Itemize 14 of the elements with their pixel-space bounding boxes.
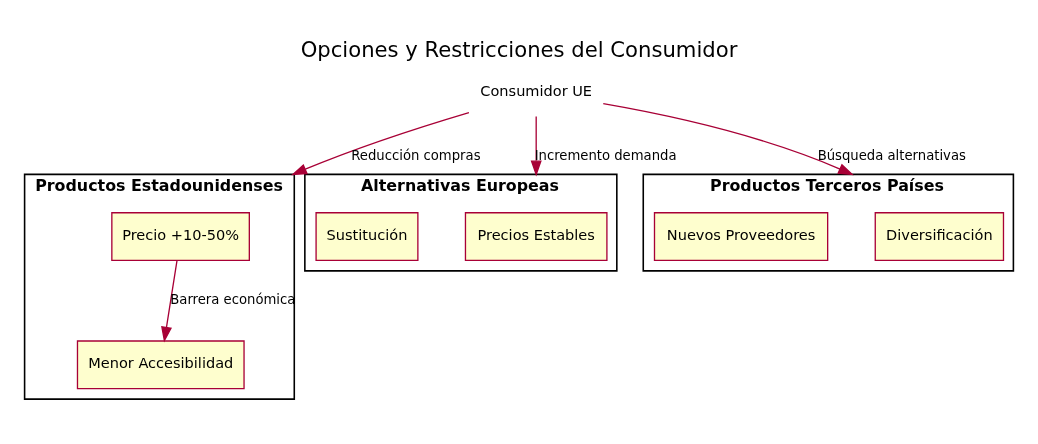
arrow <box>161 260 178 343</box>
node-box: Precio +10-50% <box>111 212 250 261</box>
node-box: Diversificación <box>874 212 1005 261</box>
node-box: Nuevos Proveedores <box>653 212 829 261</box>
edge-label: Reducción compras <box>351 147 481 163</box>
node-box: Menor Accesibilidad <box>76 340 245 390</box>
node-box: Precios Estables <box>464 212 608 261</box>
arrow <box>291 111 470 176</box>
diagram-title: Opciones y Restricciones del Consumidor <box>300 36 738 62</box>
edge-label: Barrera económica <box>170 291 296 307</box>
node-box: Sustitución <box>315 212 419 261</box>
edge-label: Búsqueda alternativas <box>817 147 966 163</box>
arrow <box>602 103 854 176</box>
node-text: Consumidor UE <box>480 83 593 100</box>
